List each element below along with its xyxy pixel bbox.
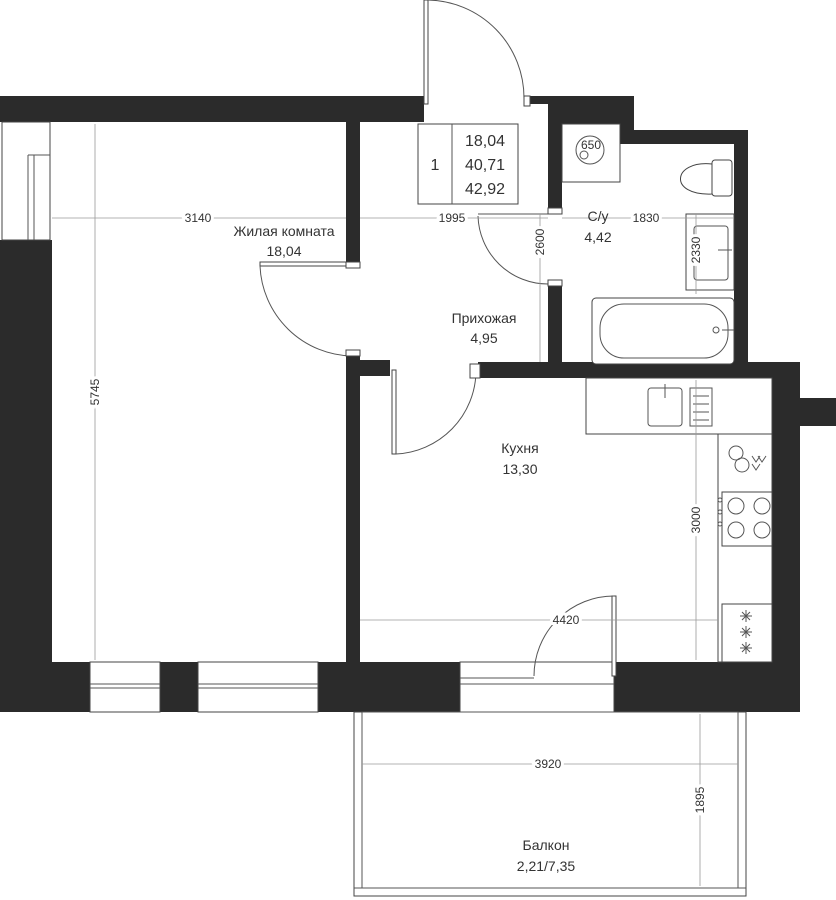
doors — [259, 0, 617, 677]
room-area-hall: 4,95 — [470, 330, 497, 346]
room-name-living: Жилая комната — [233, 223, 334, 239]
dim-balcony-width: 3920 — [535, 757, 562, 771]
room-name-bath: С/у — [588, 208, 609, 224]
room-name-balcony: Балкон — [523, 837, 570, 853]
door-swing-icon — [533, 595, 617, 677]
fixtures — [353, 123, 773, 897]
room-name-kitchen: Кухня — [501, 440, 538, 456]
balcony-outline — [353, 711, 747, 897]
sink-icon — [685, 213, 735, 291]
door-swing-icon — [423, 0, 531, 107]
dim-kitchen-height: 3000 — [689, 506, 703, 533]
door-swing-icon — [477, 207, 563, 287]
stove-icon — [728, 445, 767, 473]
dim-kitchen-width: 4420 — [553, 613, 580, 627]
summary-total-area: 40,71 — [465, 157, 505, 174]
area-summary-table — [417, 123, 519, 205]
dim-bath-height: 2330 — [689, 236, 703, 263]
dim-bath-width: 1830 — [633, 211, 660, 225]
summary-living-area: 18,04 — [465, 133, 505, 150]
dim-living-width: 3140 — [185, 211, 212, 225]
labels: 1 18,04 40,71 42,92 Жилая комната 18,04 … — [85, 133, 710, 874]
dim-hall-width: 1995 — [439, 211, 466, 225]
bathtub-icon — [591, 297, 735, 365]
summary-total-with-balcony: 42,92 — [465, 181, 505, 198]
washer-icon — [561, 123, 621, 183]
room-area-kitchen: 13,30 — [502, 461, 537, 477]
window-icon — [89, 661, 161, 713]
room-area-living: 18,04 — [266, 243, 301, 259]
window-icon — [459, 661, 615, 713]
window-icon — [1, 121, 51, 241]
walls — [0, 96, 836, 712]
room-name-hall: Прихожая — [452, 310, 517, 326]
dim-living-height: 5745 — [88, 378, 102, 405]
stove-icon — [721, 603, 773, 663]
dim-balcony-depth: 1895 — [693, 786, 707, 813]
dim-washer: 650 — [581, 138, 601, 152]
stove-icon — [717, 491, 773, 547]
door-swing-icon — [259, 261, 361, 357]
windows — [1, 121, 615, 713]
dimension-lines — [52, 124, 738, 886]
room-area-balcony: 2,21/7,35 — [517, 858, 576, 874]
room-area-bath: 4,42 — [584, 229, 611, 245]
dim-hall-height: 2600 — [533, 228, 547, 255]
window-icon — [197, 661, 319, 713]
toilet-icon — [680, 159, 733, 197]
rooms-count: 1 — [431, 157, 440, 174]
door-swing-icon — [391, 363, 481, 455]
